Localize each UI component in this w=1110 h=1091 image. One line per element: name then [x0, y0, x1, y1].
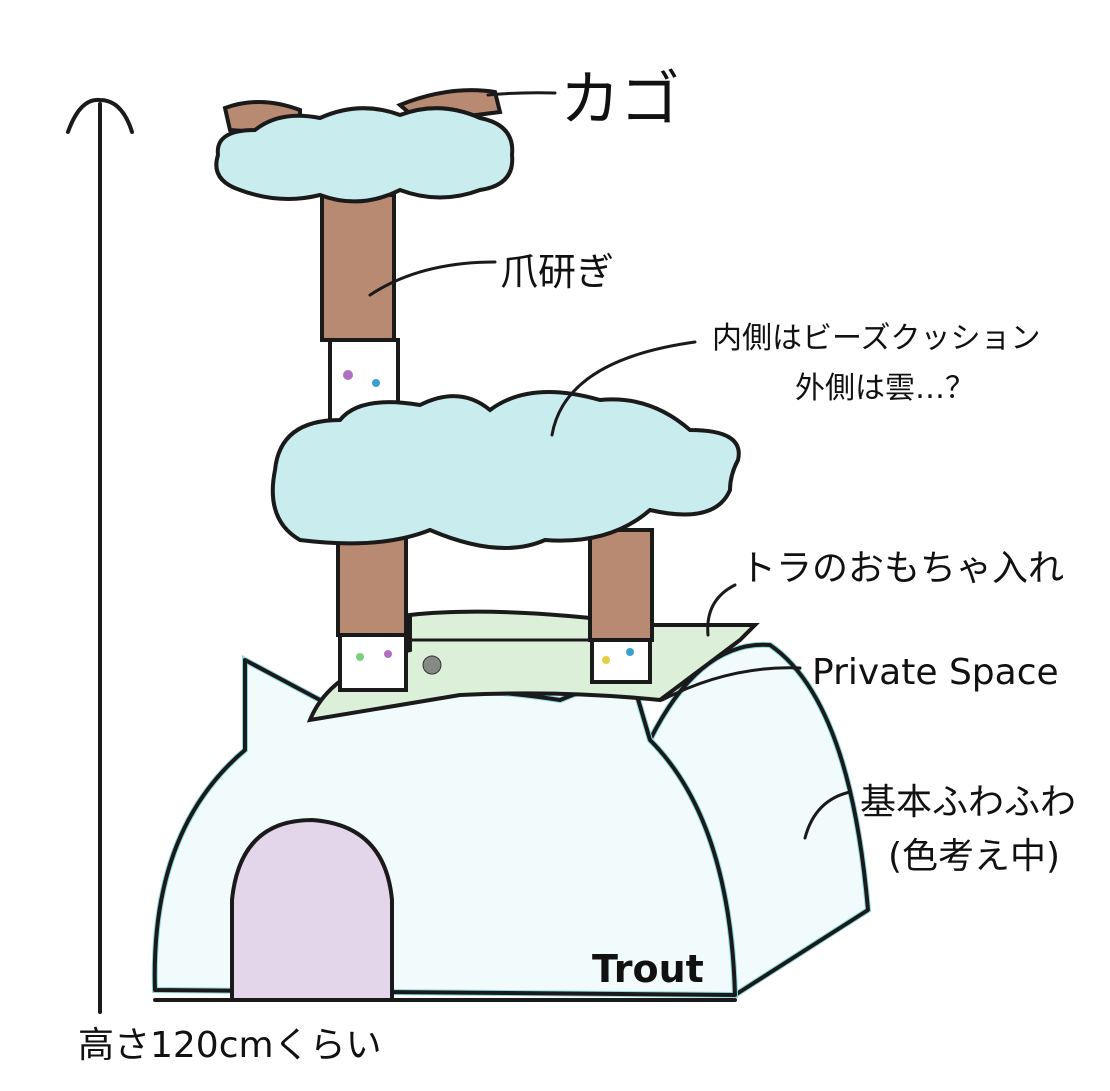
label-basket: カゴ	[560, 65, 680, 135]
height-arrow	[66, 97, 134, 1014]
label-base-note: (色考え中)	[888, 836, 1060, 877]
label-toy-box: トラのおもちゃ入れ	[740, 548, 1064, 589]
label-cloud-inner: 内側はビーズクッション	[712, 321, 1041, 356]
label-height: 高さ120cmくらい	[78, 1025, 382, 1066]
middle-cloud	[270, 390, 741, 550]
entrance-door	[230, 817, 394, 1002]
lower-post-right	[588, 528, 654, 684]
leader-scratcher	[368, 260, 497, 297]
signature: Trout	[592, 947, 704, 991]
scratching-post	[320, 193, 400, 427]
label-private-space: Private Space	[812, 652, 1059, 693]
label-cloud-outer: 外側は雲…？	[795, 371, 975, 406]
leader-private	[660, 666, 802, 702]
lower-post-left	[336, 528, 442, 692]
label-scratcher: 爪研ぎ	[500, 250, 614, 294]
leader-base	[803, 790, 852, 840]
leader-cloud	[550, 340, 697, 437]
top-cloud	[214, 106, 515, 204]
label-base-main: 基本ふわふわ	[860, 782, 1076, 823]
leader-basket	[486, 91, 557, 97]
leader-toybox	[706, 583, 737, 637]
